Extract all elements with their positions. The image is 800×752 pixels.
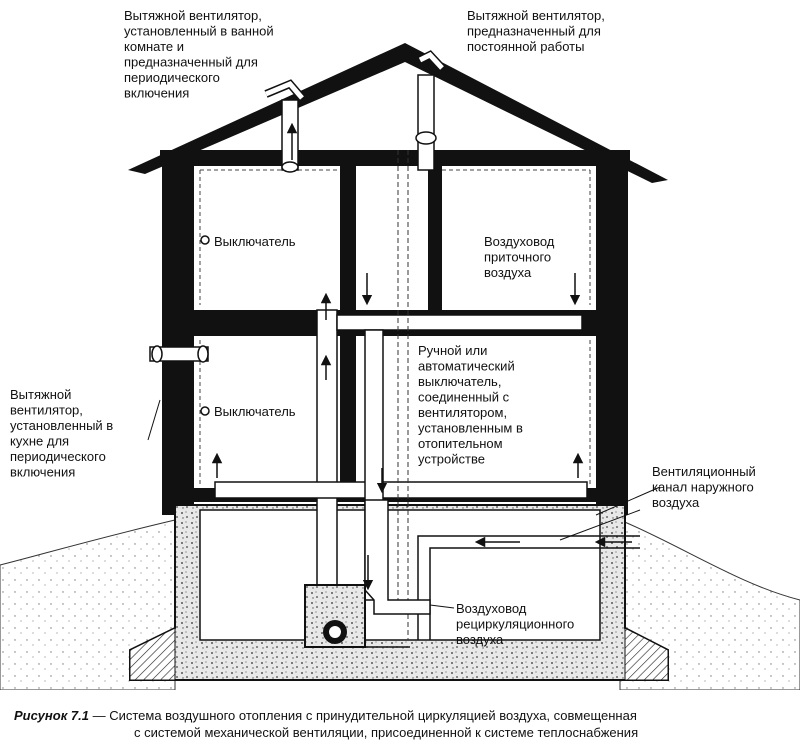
manual-switch-line: устройстве [418,452,485,467]
manual-switch-line: отопительном [418,436,503,451]
manual-switch-line: соединенный с [418,390,510,405]
recirc-duct-line: рециркуляционного [456,617,574,632]
bath-fan-line: комнате и [124,39,184,54]
supply-duct-riser [214,309,588,601]
constant-exhaust-fan-pipe [415,50,445,171]
switch-upper-line: Выключатель [214,234,296,249]
constant-fan-line: предназначенный для [467,24,601,39]
manual-switch-line: вентилятором, [418,405,507,420]
kitchen-fan-line: включения [10,465,75,480]
label-switch-lower-text: Выключатель [214,404,296,419]
outdoor-channel-line: Вентиляционный [652,464,756,479]
kitchen-fan-line: Вытяжной [10,387,71,402]
manual-switch-line: выключатель, [418,374,501,389]
manual-switch-line: установленным в [418,421,523,436]
caption-line-2: с системой механической вентиляции, прис… [134,725,639,740]
manual-switch-line: автоматический [418,359,515,374]
kitchen-fan-line: кухне для [10,434,69,449]
recirculation-duct [364,499,431,615]
foundation [129,504,669,681]
kitchen-exhaust-fan [149,345,209,363]
bath-fan-line: предназначенный для [124,55,258,70]
label-bath-fan-text: Вытяжной вентилятор,установленный в ванн… [124,8,274,101]
supply-duct-line: Воздуховод [484,234,555,249]
kitchen-fan-line: вентилятор, [10,403,83,418]
recirc-duct-line: Воздуховод [456,601,527,616]
recirc-duct-line: воздуха [456,632,504,647]
furnace [304,584,410,648]
constant-fan-line: Вытяжной вентилятор, [467,8,605,23]
switch-icons [200,235,210,416]
bath-fan-line: установленный в ванной [124,24,274,39]
label-switch-lower: Выключатель [214,404,296,419]
bath-exhaust-fan-pipe [264,79,306,173]
switch-lower-line: Выключатель [214,404,296,419]
label-switch-upper: Выключатель [214,234,296,249]
constant-fan-line: постоянной работы [467,39,584,54]
caption-line-1: — Система воздушного отопления с принуди… [88,708,637,723]
airflow-arrows [211,122,632,591]
house-walls [160,150,630,515]
outdoor-channel-line: воздуха [652,495,700,510]
exhaust-channel [397,150,409,640]
room-outlines [199,169,591,485]
supply-duct-line: воздуха [484,265,532,280]
label-switch-upper-text: Выключатель [214,234,296,249]
bath-fan-line: Вытяжной вентилятор, [124,8,262,23]
outdoor-channel-line: канал наружного [652,480,754,495]
kitchen-fan-line: установленный в [10,418,113,433]
house-ventilation-diagram: Вытяжной вентилятор,установленный в ванн… [0,8,800,690]
bath-fan-line: включения [124,86,189,101]
figure-caption: Рисунок 7.1 — Система воздушного отоплен… [14,707,794,741]
supply-duct-line: приточного [484,250,551,265]
label-bath-fan: Вытяжной вентилятор,установленный в ванн… [124,8,274,101]
caption-figure-number: Рисунок 7.1 [14,708,89,723]
leader-lines [147,399,661,609]
manual-switch-line: Ручной или [418,343,487,358]
bath-fan-line: периодического [124,70,220,85]
kitchen-fan-line: периодического [10,449,106,464]
